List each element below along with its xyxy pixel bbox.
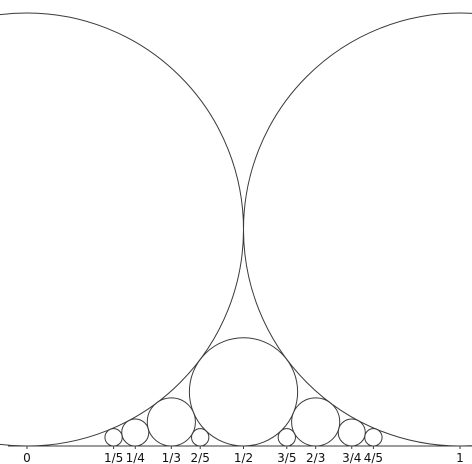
circle-1-2 [188,337,299,447]
tangent-circles [0,12,472,447]
tick-label: 1 [456,451,464,464]
tick-label: 0 [23,451,31,464]
circle-2-3 [291,397,341,447]
circle-3-5 [277,428,296,447]
circle-1-3 [146,397,196,447]
tick-label: 3/4 [342,451,361,464]
tick-label: 2/3 [306,451,325,464]
tick-label: 1/4 [126,451,145,464]
tick-label: 1/3 [162,451,181,464]
tick-label: 2/5 [191,451,210,464]
circle-3-4 [337,418,366,447]
circle-1-5 [104,428,123,447]
circle-2-5 [191,428,210,447]
circle-1-1 [243,12,472,447]
circle-0-1 [0,12,244,447]
tick-label: 3/5 [277,451,296,464]
tick-label: 1/5 [104,451,123,464]
circle-1-4 [121,418,150,447]
tick-label: 1/2 [234,451,253,464]
circle-4-5 [364,428,383,447]
tick-label: 4/5 [364,451,383,464]
